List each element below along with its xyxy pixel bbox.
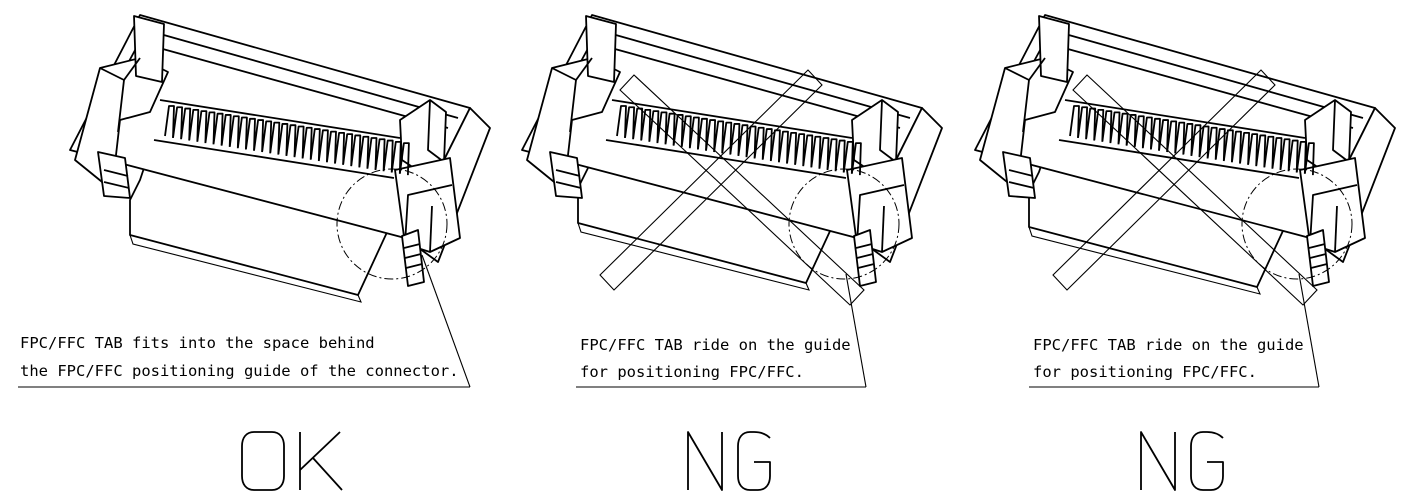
detail-circle [336,168,448,280]
panel-ng-1: FPC/FFC TAB ride on the guide for positi… [521,14,943,491]
caption-line-2: the FPC/FFC positioning guide of the con… [20,362,459,380]
verdict-ng: NG [1140,431,1224,491]
detail-circle [1241,168,1353,280]
caption-line-2: for positioning FPC/FFC. [1033,363,1257,381]
panel-ng-2: FPC/FFC TAB ride on the guide for positi… [974,14,1396,491]
panel-ok: FPC/FFC TAB fits into the space behind t… [18,14,491,491]
caption-line-1: FPC/FFC TAB ride on the guide [580,336,851,354]
caption-line-1: FPC/FFC TAB fits into the space behind [20,334,375,352]
leader-line [1298,273,1320,388]
verdict-ng: NG [687,431,771,491]
leader-line [421,254,471,388]
leader-line [845,273,867,388]
caption-line-1: FPC/FFC TAB ride on the guide [1033,336,1304,354]
detail-circle [788,168,900,280]
verdict-ok: OK [241,431,343,491]
caption-line-2: for positioning FPC/FFC. [580,363,804,381]
cross-out-mark [599,69,865,306]
cross-out-mark [1052,69,1318,306]
